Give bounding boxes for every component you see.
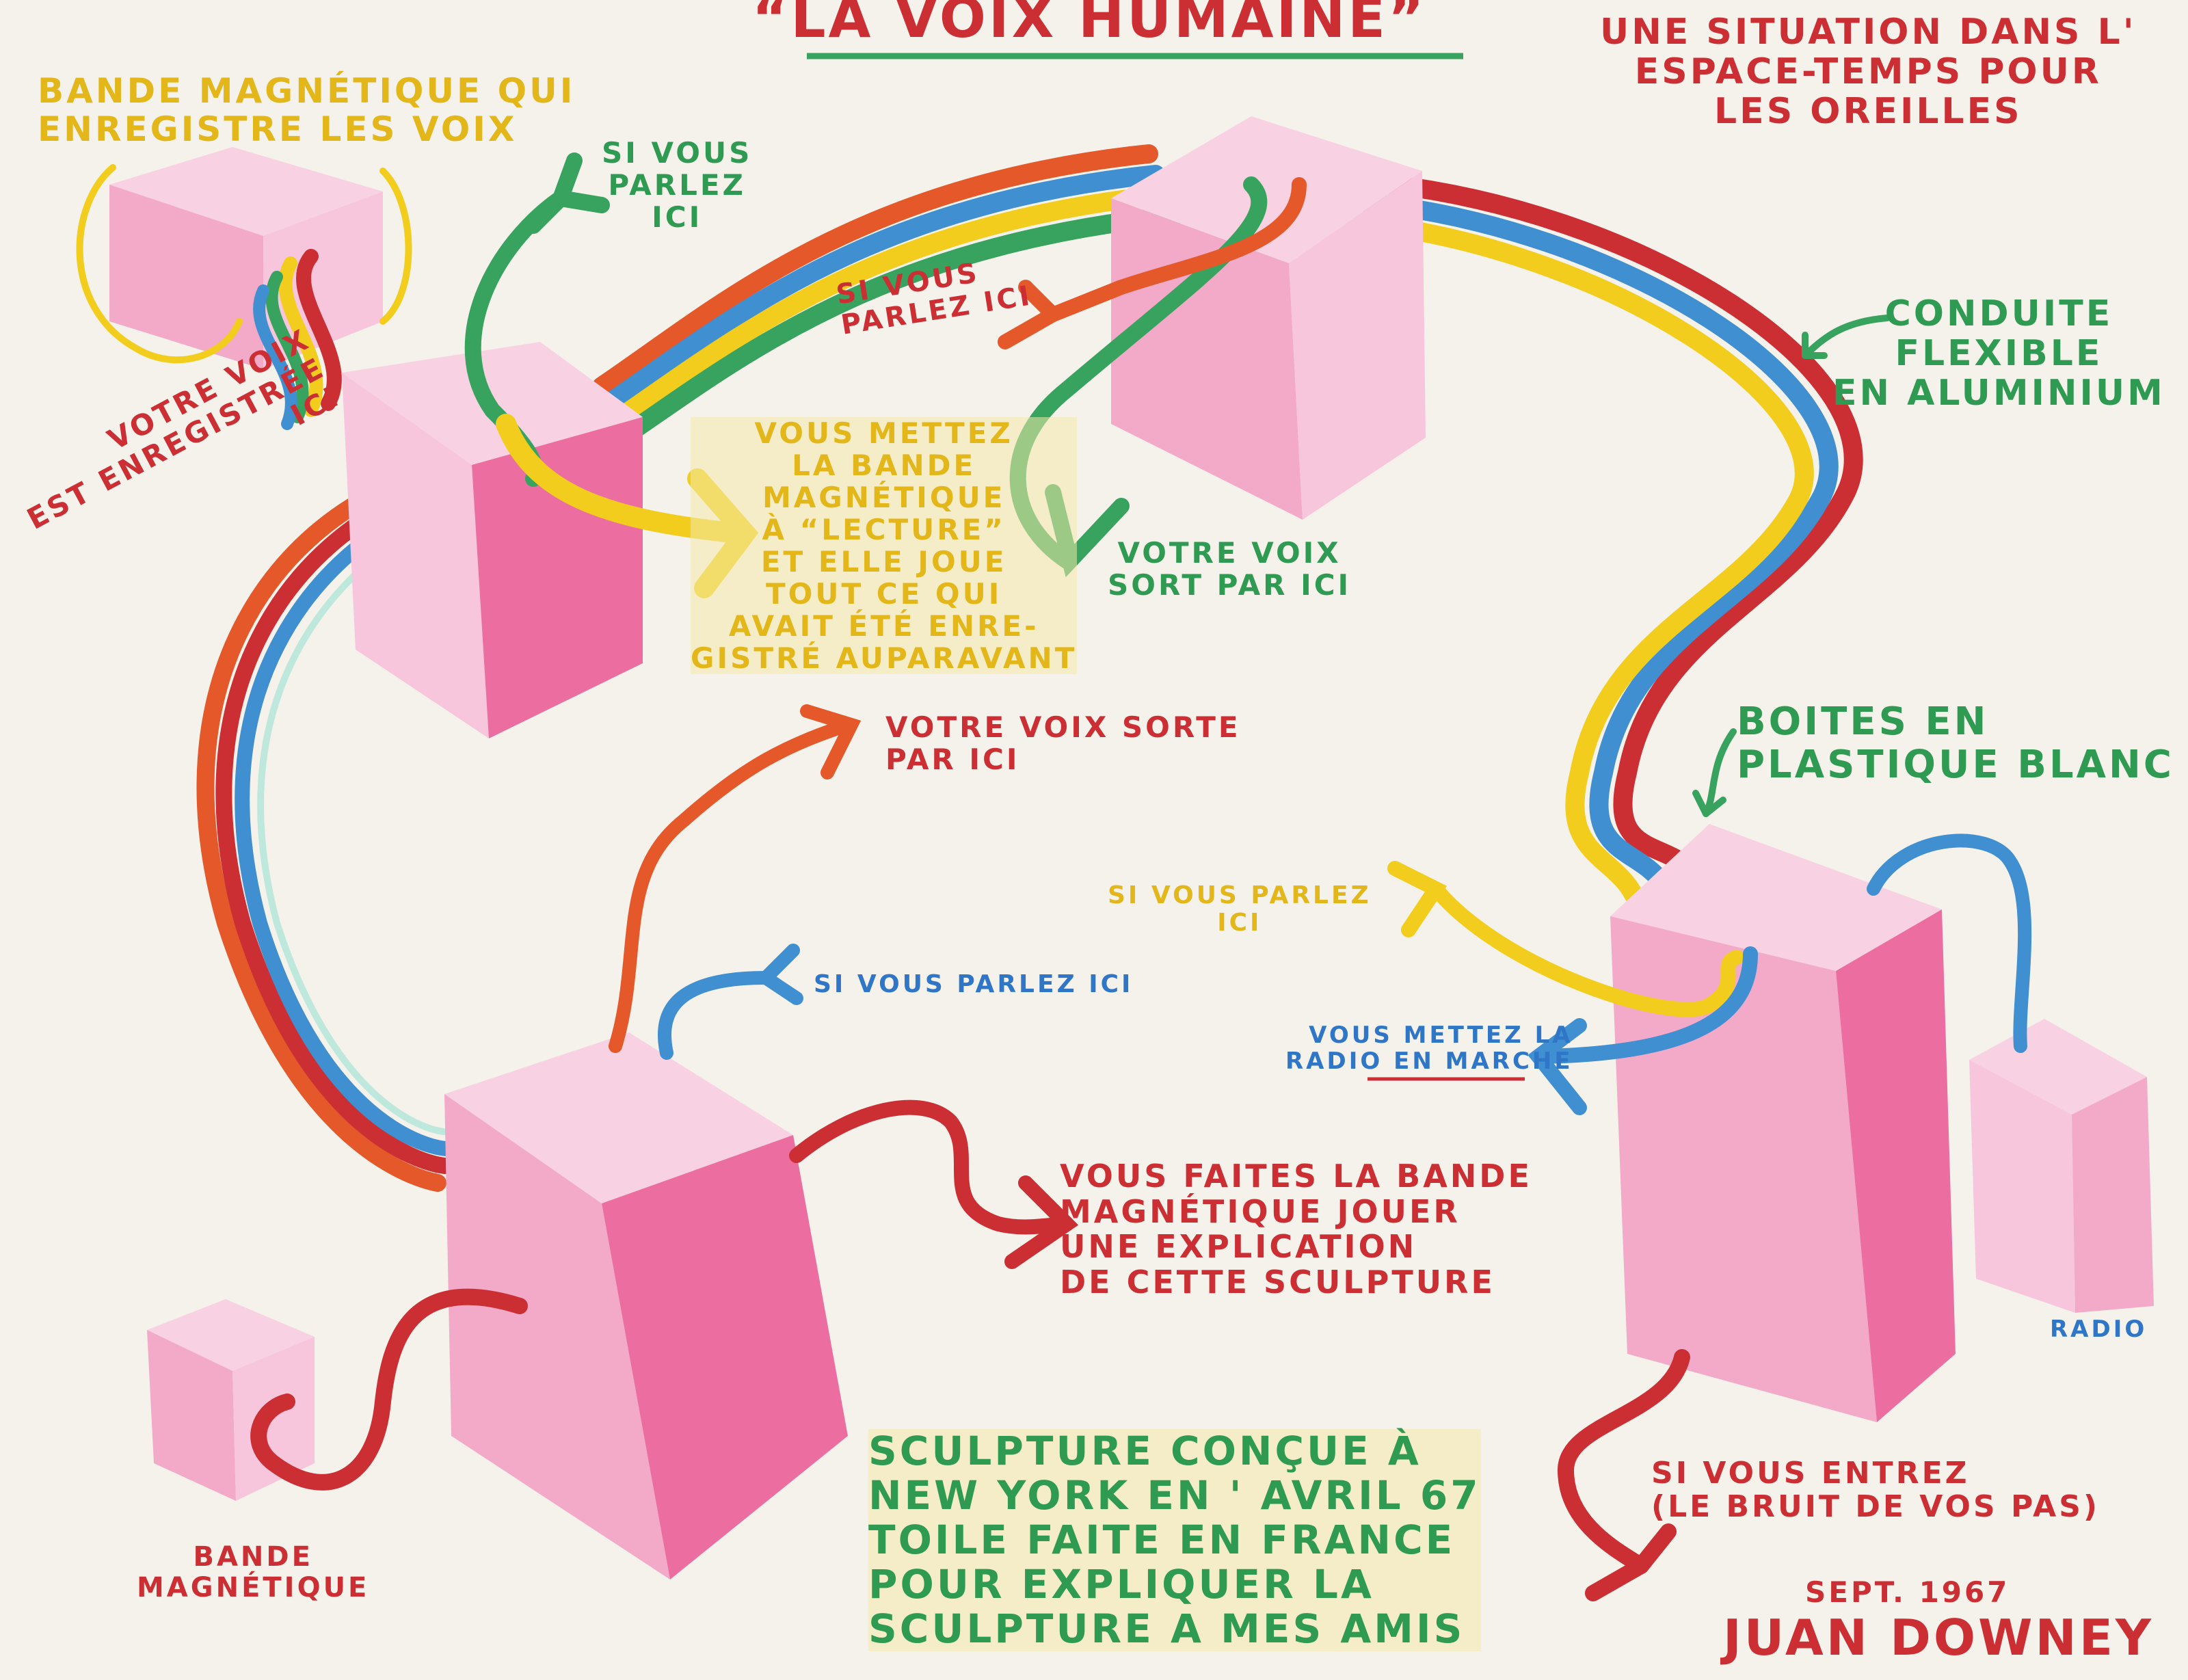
label-boites: BOITES EN PLASTIQUE BLANC (1737, 699, 2174, 787)
yellow-loop (76, 164, 412, 364)
orange-output-arrow (609, 704, 862, 1053)
label-sculpture: SCULPTURE CONÇUE À NEW YORK EN ' AVRIL 6… (868, 1428, 1481, 1652)
box-speaker-3 (1111, 116, 1426, 520)
conduit-top (592, 144, 1186, 447)
label-mettez-bande: VOUS METTEZ LA BANDE MAGNÉTIQUE À “LECTU… (691, 416, 1078, 676)
label-date: SEPT. 1967 (1805, 1575, 2010, 1609)
red-cable-tape (250, 1288, 528, 1491)
blue-input-arrow (658, 944, 803, 1060)
label-artist: JUAN DOWNEY (1723, 1609, 2154, 1666)
yellow-input-arrow-right (1387, 861, 1744, 1017)
label-bande-enregistre: BANDE MAGNÉTIQUE QUI ENREGISTRE LES VOIX (38, 71, 576, 149)
label-entrez: SI VOUS ENTREZ (LE BRUIT DE VOS PAS) (1651, 1456, 2100, 1525)
label-radio-marche: VOUS METTEZ LA RADIO EN MARCHE (1285, 1022, 1573, 1076)
green-pointer-conduite (1802, 315, 1891, 359)
blue-cable-radio (1867, 834, 2032, 1053)
red-play-arrow (789, 1099, 1079, 1269)
label-conduite: CONDUITE FLEXIBLE EN ALUMINIUM (1832, 293, 2165, 414)
conduit-right (1344, 172, 1863, 905)
green-pointer-boites (1692, 728, 1737, 817)
box-speaker-right (1610, 824, 1956, 1422)
label-si-parlez-blue: SI VOUS PARLEZ ICI (814, 970, 1134, 998)
label-bande-magnetique: BANDE MAGNÉTIQUE (137, 1541, 370, 1603)
page-title: “LA VOIX HUMAINE” (752, 0, 1427, 50)
orange-input-arrow (998, 177, 1307, 349)
box-speaker-4 (444, 1032, 848, 1579)
subtitle: UNE SITUATION DANS L' ESPACE-TEMPS POUR … (1600, 12, 2137, 133)
box-tape-recorder (109, 147, 383, 369)
box-radio (1969, 1019, 2154, 1313)
red-step-arrow (1557, 1349, 1690, 1601)
label-si-parlez-top: SI VOUS PARLEZ ICI (602, 136, 753, 235)
label-voix-sorte: VOTRE VOIX SORTE PAR ICI (885, 710, 1241, 777)
label-faites-bande: VOUS FAITES LA BANDE MAGNÉTIQUE JOUER UN… (1060, 1158, 1532, 1301)
conduit-box1-box2 (253, 249, 342, 430)
label-voix-sort: VOTRE VOIX SORT PAR ICI (1108, 536, 1352, 602)
label-radio: RADIO (2050, 1316, 2148, 1343)
blue-radio-arrow (1527, 946, 1758, 1115)
label-si-parlez-yellow: SI VOUS PARLEZ ICI (1108, 881, 1372, 937)
